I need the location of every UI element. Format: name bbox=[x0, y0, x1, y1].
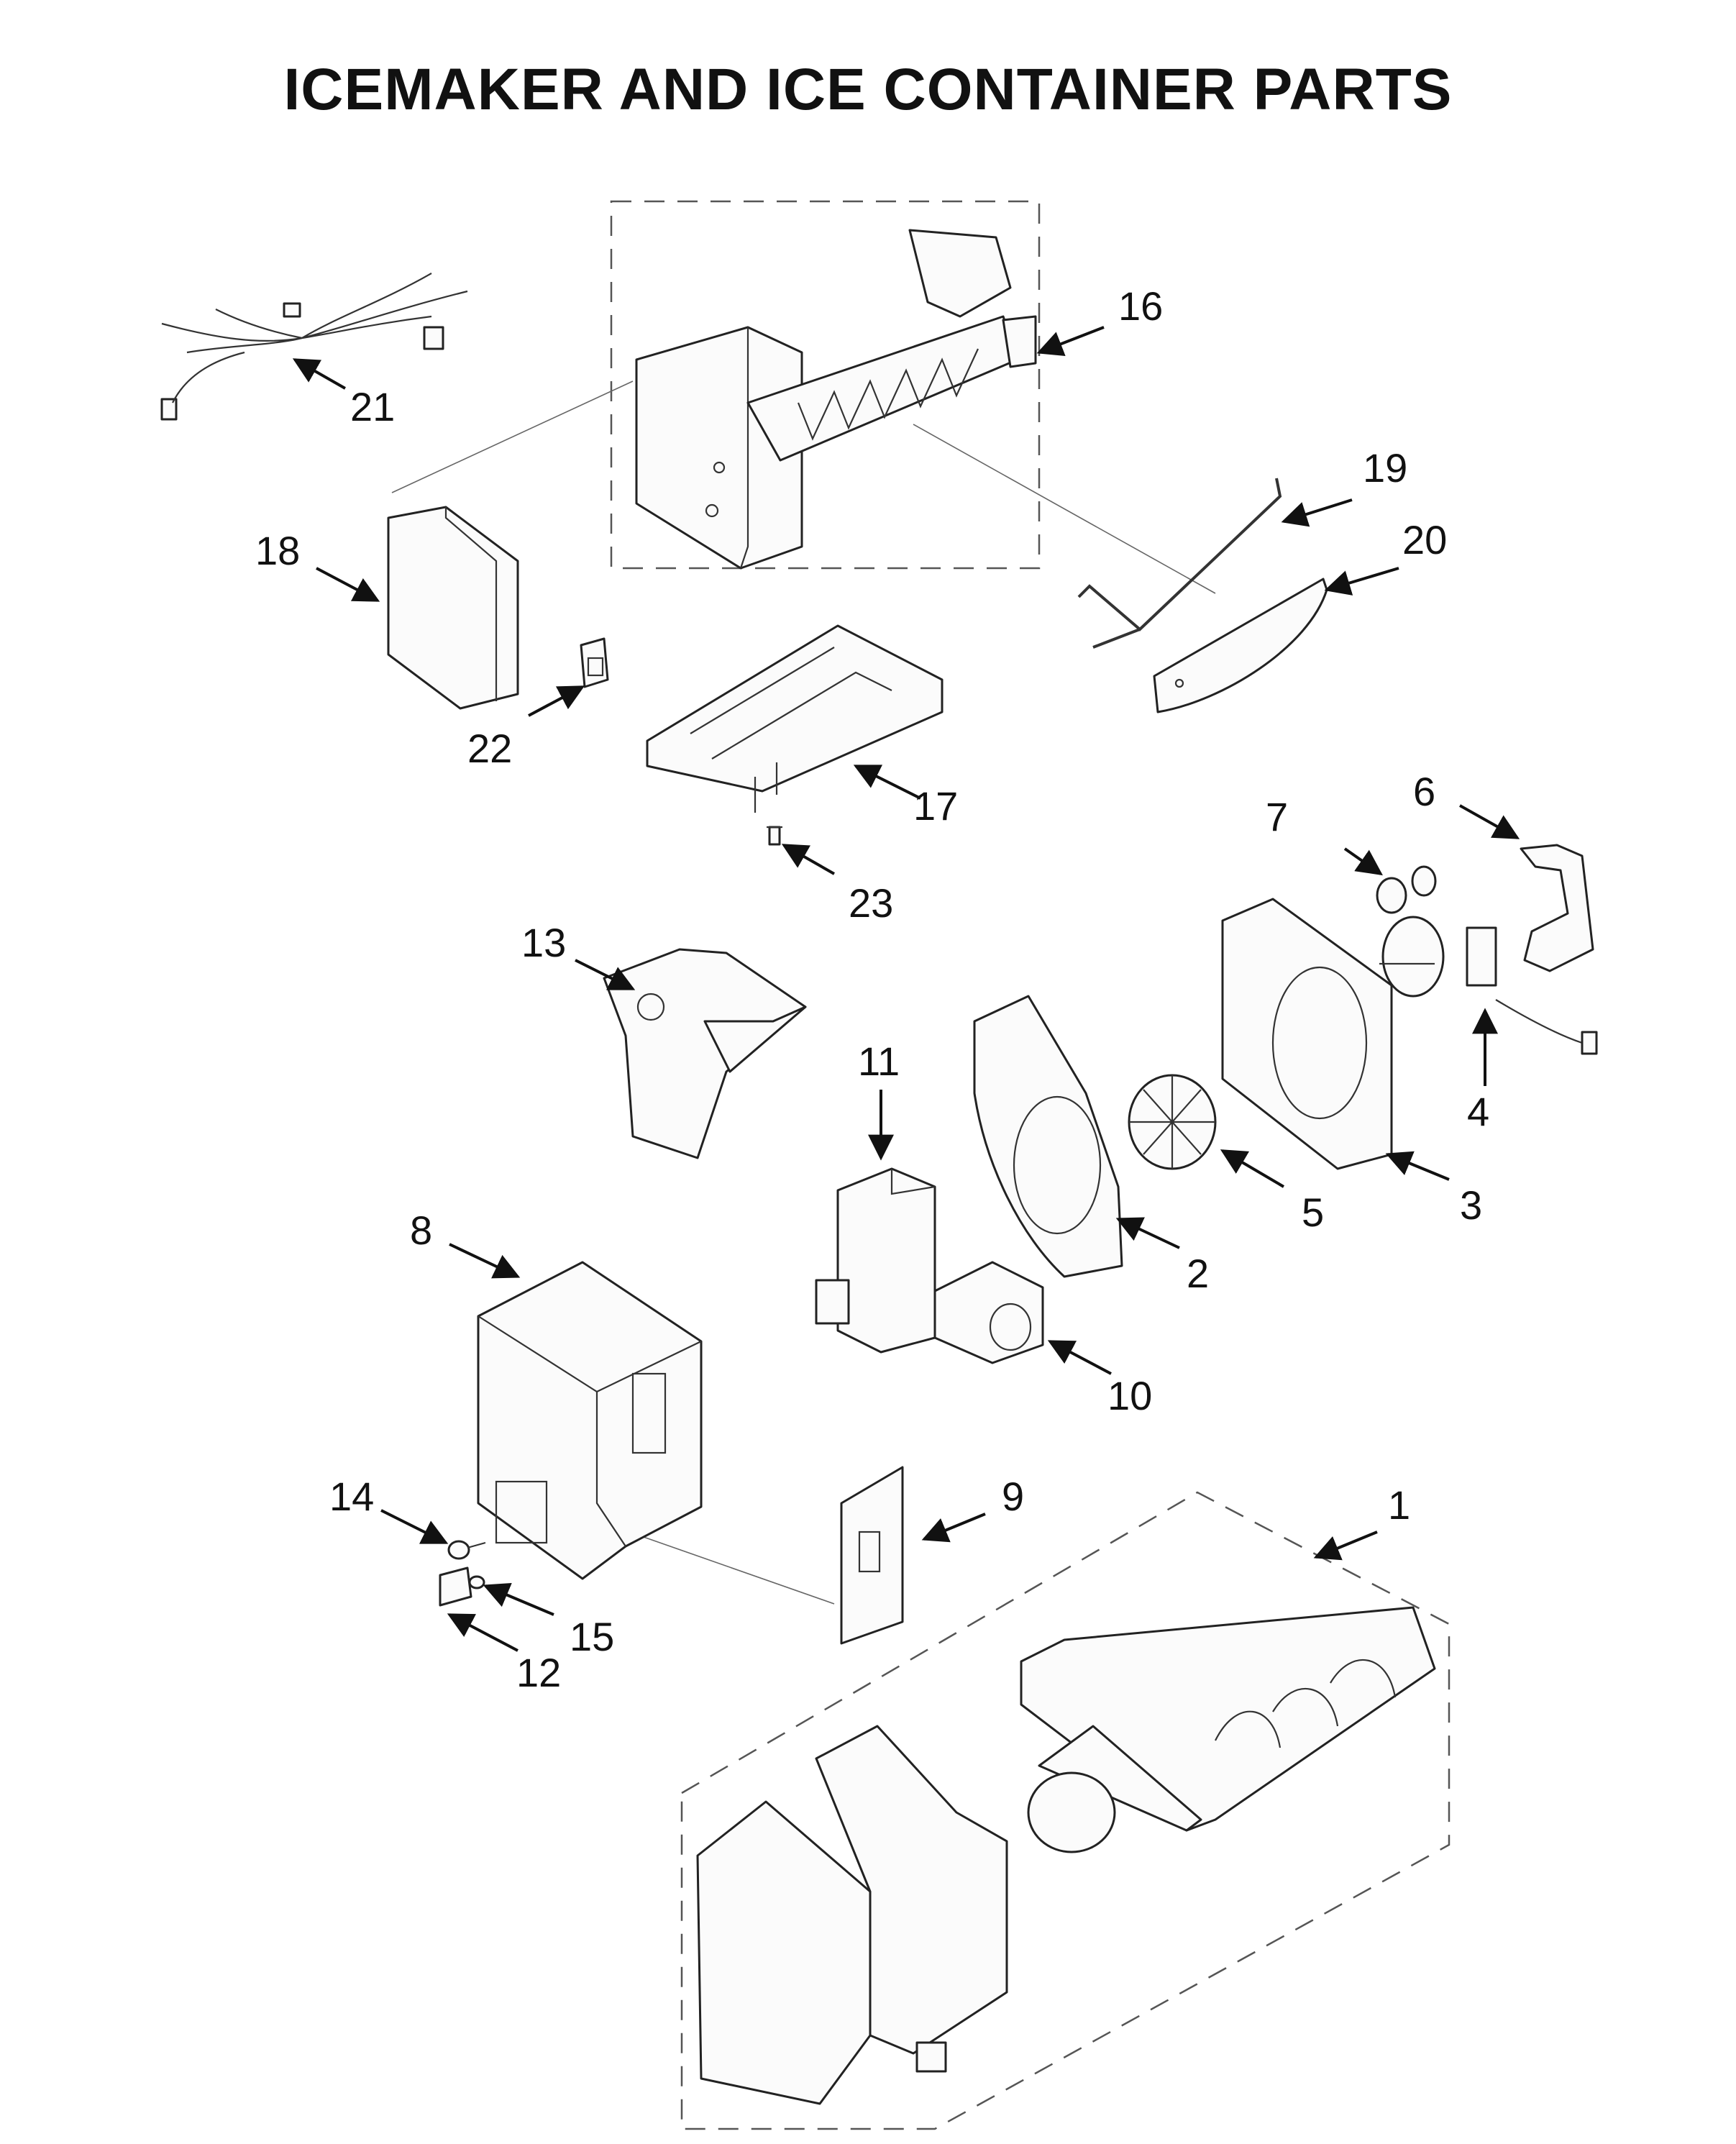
ice-container-group-box bbox=[680, 1491, 1451, 2130]
callout-arrows bbox=[292, 326, 1520, 1652]
fan-coupler-part[interactable] bbox=[1376, 865, 1437, 914]
fan-housing-part[interactable] bbox=[1221, 898, 1393, 1170]
callout-21: 21 bbox=[350, 384, 395, 429]
screw-part[interactable] bbox=[767, 826, 782, 846]
callout-3: 3 bbox=[1460, 1182, 1482, 1228]
callout-11: 11 bbox=[858, 1039, 900, 1084]
fan-blade-part[interactable] bbox=[1128, 1074, 1217, 1170]
callout-20: 20 bbox=[1402, 517, 1447, 562]
callout-15: 15 bbox=[570, 1614, 614, 1659]
leader-line bbox=[391, 380, 634, 493]
callout-labels: 1 2 3 4 5 6 7 8 9 10 11 12 13 14 15 16 1… bbox=[255, 283, 1489, 1695]
callout-9: 9 bbox=[1002, 1474, 1024, 1519]
callout-10: 10 bbox=[1107, 1373, 1152, 1418]
rocker-switch-part[interactable] bbox=[580, 637, 609, 688]
icemaker-group-box bbox=[610, 200, 1041, 570]
motor-bracket-part[interactable] bbox=[1520, 844, 1594, 972]
callout-5: 5 bbox=[1302, 1190, 1324, 1235]
callout-6: 6 bbox=[1413, 769, 1435, 814]
callout-17: 17 bbox=[913, 783, 958, 829]
gear-motor-part[interactable] bbox=[933, 1261, 1044, 1364]
callout-18: 18 bbox=[255, 528, 300, 573]
shield-part[interactable] bbox=[1153, 578, 1328, 713]
callout-16: 16 bbox=[1118, 283, 1163, 329]
callout-4: 4 bbox=[1467, 1089, 1489, 1134]
hinge-screw-part[interactable] bbox=[447, 1540, 486, 1560]
callout-1: 1 bbox=[1388, 1482, 1410, 1528]
wire-harness-part[interactable] bbox=[160, 273, 468, 421]
callout-7: 7 bbox=[1266, 794, 1288, 839]
callout-19: 19 bbox=[1363, 445, 1407, 491]
leader-line bbox=[913, 424, 1216, 594]
ice-container-part[interactable] bbox=[696, 1606, 1436, 2105]
feeler-arm-part[interactable] bbox=[1077, 478, 1282, 649]
fan-shroud-part[interactable] bbox=[973, 995, 1123, 1278]
ice-mold-tray-part[interactable] bbox=[646, 624, 944, 813]
ice-chute-part[interactable] bbox=[603, 948, 807, 1159]
fan-motor-part[interactable] bbox=[1379, 916, 1598, 1055]
callout-23: 23 bbox=[849, 880, 893, 926]
leader-line bbox=[629, 1531, 835, 1605]
dispenser-housing-part[interactable] bbox=[477, 1261, 703, 1580]
washer-part[interactable] bbox=[468, 1575, 485, 1589]
callout-14: 14 bbox=[329, 1474, 374, 1519]
diagram-title: ICEMAKER AND ICE CONTAINER PARTS bbox=[283, 57, 1453, 122]
callout-13: 13 bbox=[521, 920, 566, 965]
dispenser-motor-part[interactable] bbox=[815, 1167, 936, 1354]
icemaker-cover-part[interactable] bbox=[387, 506, 519, 710]
clip-part[interactable] bbox=[439, 1566, 472, 1607]
callout-22: 22 bbox=[467, 726, 512, 771]
callout-2: 2 bbox=[1187, 1251, 1209, 1296]
icemaker-assembly-part[interactable] bbox=[635, 229, 1037, 570]
escutcheon-part[interactable] bbox=[840, 1466, 904, 1645]
callout-8: 8 bbox=[410, 1208, 432, 1253]
callout-12: 12 bbox=[516, 1650, 561, 1695]
